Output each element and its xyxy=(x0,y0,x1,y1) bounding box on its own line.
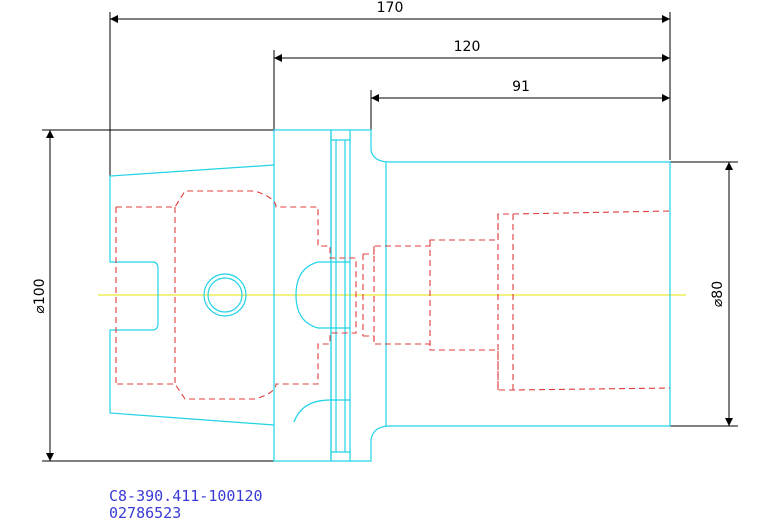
dim-120-text: 120 xyxy=(454,39,481,55)
dimension-lines xyxy=(42,12,738,462)
dim-d80-text: ⌀80 xyxy=(710,281,726,307)
dim-91-text: 91 xyxy=(512,79,530,95)
part-number-label: C8-390.411-100120 xyxy=(109,487,263,505)
part-outline xyxy=(109,129,671,462)
hidden-lines xyxy=(115,190,671,400)
item-code-label: 02786523 xyxy=(109,504,182,522)
dim-170-text: 170 xyxy=(377,0,404,16)
dim-d100-text: ⌀100 xyxy=(32,278,48,313)
